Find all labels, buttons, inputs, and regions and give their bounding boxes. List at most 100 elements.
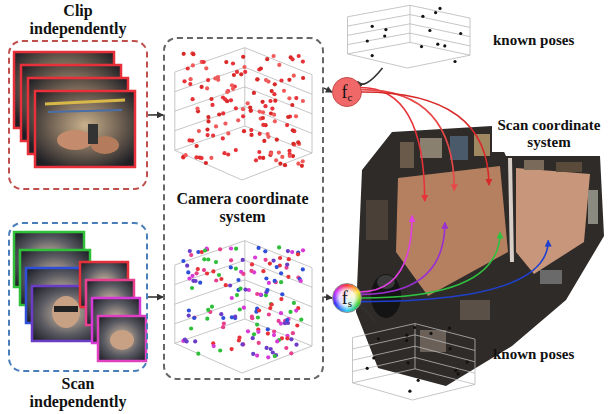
plot-axis-line	[353, 346, 416, 360]
scatter-point	[299, 279, 303, 283]
red-point-cloud	[175, 48, 312, 180]
scatter-point	[229, 98, 233, 102]
plot-axis-line	[353, 324, 416, 338]
scatter-point	[249, 128, 253, 132]
scatter-point	[206, 133, 210, 137]
plot-axis-line	[245, 299, 312, 326]
scatter-point	[181, 259, 185, 263]
scatter-point	[214, 278, 218, 282]
scatter-point	[457, 372, 460, 375]
scatter-point	[189, 253, 193, 257]
multicolor-point-cloud	[175, 241, 312, 373]
known-poses-scatter	[353, 324, 476, 400]
connector-arrow	[324, 88, 332, 92]
function-symbol: f	[342, 289, 348, 307]
plot-axis-line	[242, 153, 312, 180]
clip-photo-stack	[14, 52, 135, 167]
connector-arrow	[361, 88, 425, 202]
scatter-point	[246, 329, 250, 333]
scatter-point	[436, 43, 439, 46]
scatter-point	[292, 301, 296, 305]
scatter-point	[195, 107, 199, 111]
connector-arrow	[362, 232, 500, 298]
scatter-point	[288, 154, 292, 158]
plot-axis-line	[348, 54, 408, 68]
scatter-point	[405, 334, 408, 337]
plot-axis-line	[348, 15, 411, 27]
scatter-point	[203, 248, 207, 252]
scatter-point	[238, 307, 242, 311]
scatter-point	[301, 60, 305, 64]
scatter-point	[301, 267, 305, 271]
scatter-point	[438, 7, 441, 10]
scan-clutter	[420, 138, 442, 158]
scan-clutter	[556, 162, 582, 172]
scatter-point	[428, 29, 431, 32]
scatter-point	[383, 34, 386, 37]
scatter-point	[200, 85, 204, 89]
scatter-point	[286, 115, 290, 119]
fc-function-circle: fc	[332, 77, 362, 107]
known-poses-plot: known poses	[345, 4, 470, 68]
photo-detail	[48, 110, 122, 112]
scatter-point	[296, 252, 300, 256]
scatter-point	[241, 107, 245, 111]
scatter-point	[296, 162, 300, 166]
scatter-point	[408, 390, 411, 393]
scatter-point	[223, 122, 227, 126]
scatter-point	[459, 32, 462, 35]
scatter-point	[291, 128, 295, 132]
scatter-point	[246, 101, 250, 105]
scatter-point	[270, 107, 274, 111]
plot-axes	[348, 5, 471, 68]
scatter-point	[243, 288, 247, 292]
plot-axis-line	[348, 42, 411, 54]
scatter-point	[294, 114, 298, 118]
scatter-point	[384, 28, 387, 31]
scatter-point	[231, 61, 235, 65]
scan-scene-node: Scan coordinate system	[358, 118, 605, 386]
scan-floor	[516, 168, 590, 274]
scatter-point	[269, 302, 273, 306]
scatter-point	[261, 116, 265, 120]
scatter-point	[267, 281, 271, 285]
scatter-point	[190, 286, 194, 290]
scatter-point	[292, 143, 296, 147]
camera-coordinate-box: Camera coordinate system	[163, 37, 324, 380]
scatter-point	[258, 156, 262, 160]
scatter-point	[205, 271, 209, 275]
scatter-point	[264, 78, 268, 82]
plot-axes	[175, 241, 312, 373]
scatter-point	[252, 91, 256, 95]
scatter-point	[195, 271, 199, 275]
function-subscript: c	[348, 92, 353, 103]
scatter-point	[292, 74, 296, 78]
scatter-point	[429, 332, 432, 335]
fs-function-circle: fs	[332, 283, 362, 313]
photo-detail	[45, 100, 125, 104]
scatter-point	[275, 265, 279, 269]
scatter-point	[243, 70, 247, 74]
plot-axis-line	[245, 48, 312, 75]
scatter-point	[206, 308, 210, 312]
scan-clutter	[524, 160, 544, 170]
scatter-point	[285, 123, 289, 127]
plot-axis-line	[175, 299, 245, 323]
scatter-point	[205, 86, 209, 90]
plot-axis-line	[413, 384, 476, 400]
scatter-point	[206, 119, 210, 123]
scatter-point	[279, 271, 283, 275]
plot-axis-line	[353, 357, 416, 371]
connector-arrow	[361, 223, 445, 295]
scatter-point	[228, 283, 232, 287]
photo-detail	[52, 296, 80, 328]
plot-axis-line	[348, 24, 411, 36]
scatter-point	[420, 45, 423, 48]
scatter-point	[191, 97, 195, 101]
plot-axis-line	[175, 106, 245, 130]
scatter-point	[223, 97, 227, 101]
scatter-point	[253, 255, 257, 259]
scatter-point	[273, 82, 277, 86]
scatter-point	[259, 66, 263, 70]
scatter-point	[261, 123, 265, 127]
